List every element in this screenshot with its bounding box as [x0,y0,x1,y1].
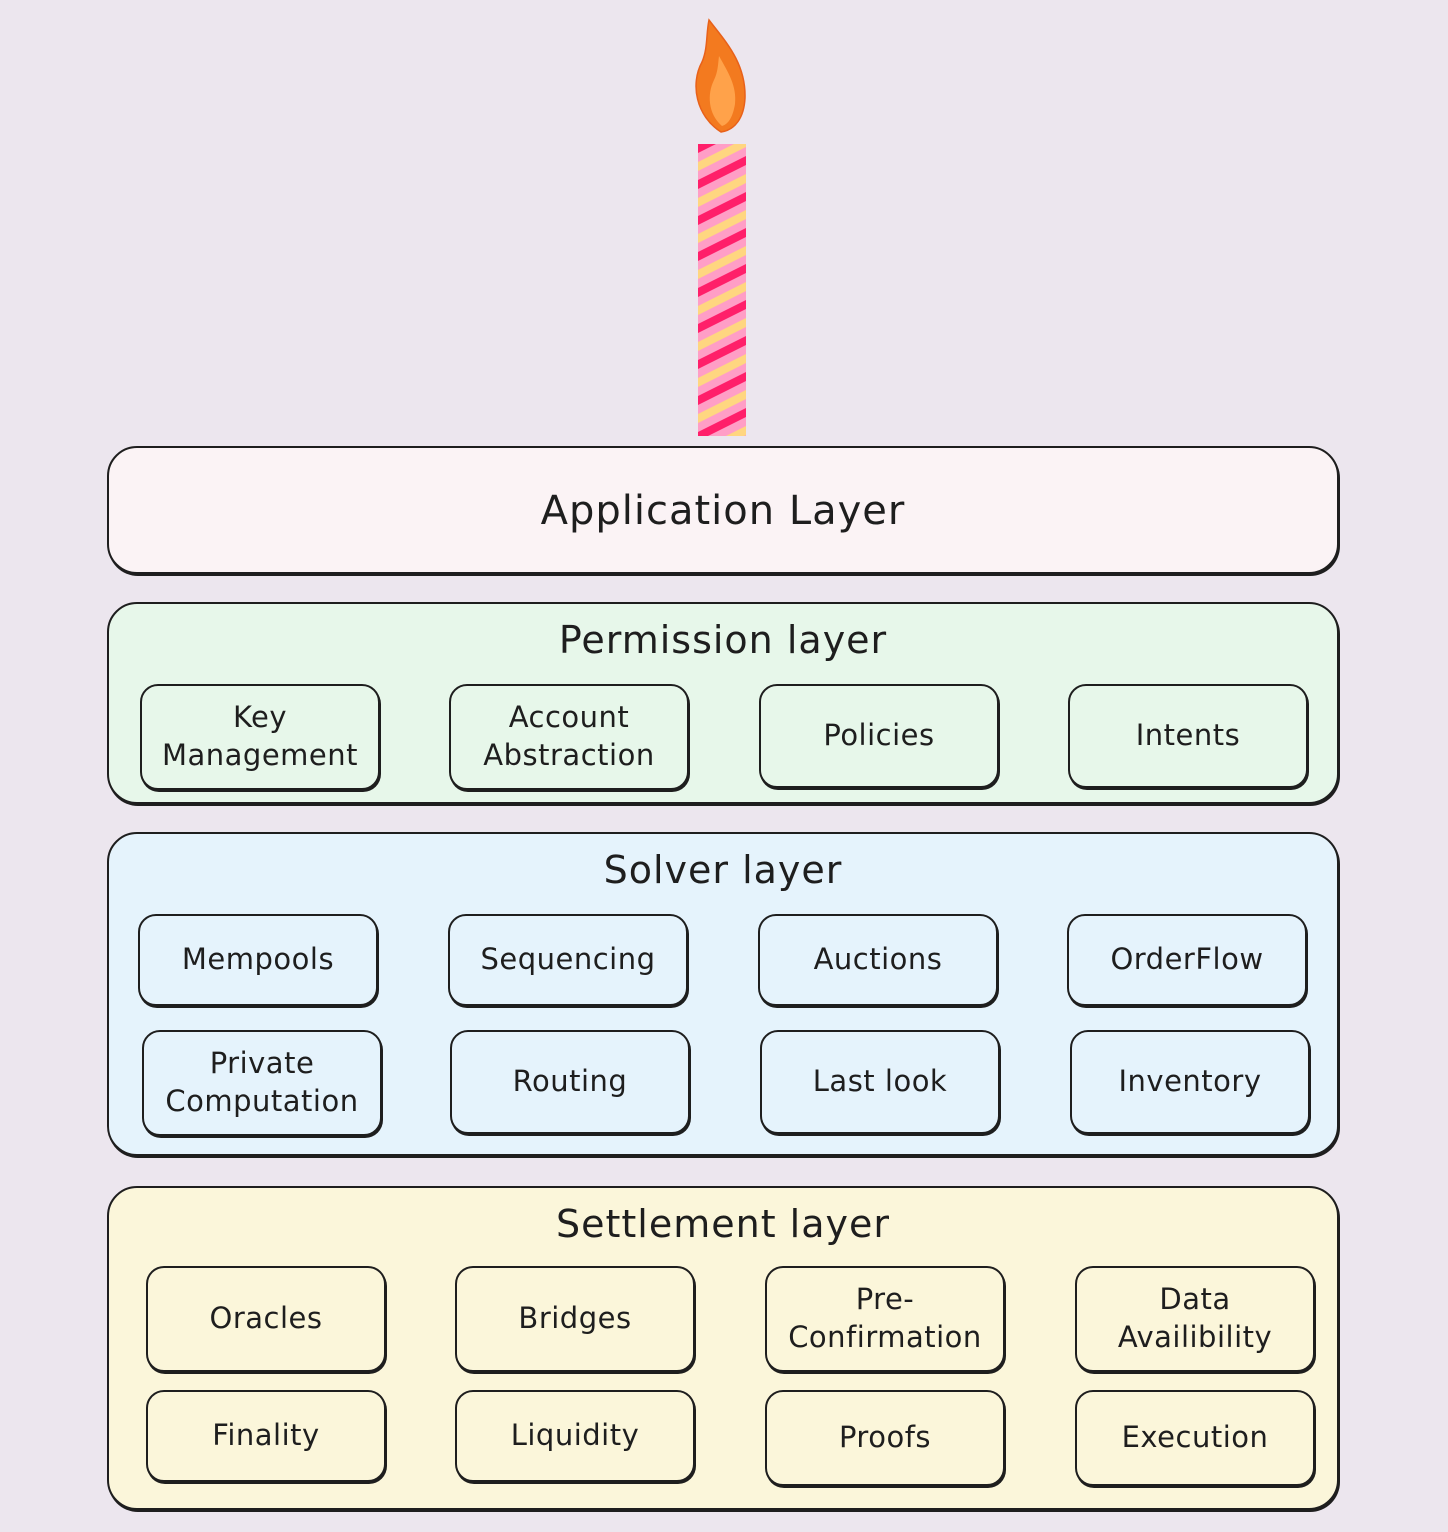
settlement-item: Data Availibility [1075,1266,1315,1372]
candle-stripe [698,246,746,279]
candle-stripe [698,156,746,189]
settlement-item: Finality [146,1390,386,1482]
settlement-layer: Settlement layer Oracles Bridges Pre- Co… [107,1186,1339,1510]
solver-item: Mempools [138,914,378,1006]
candle-stripe [698,390,746,423]
solver-item: Sequencing [448,914,688,1006]
application-layer: Application Layer [107,446,1339,574]
candle-stripe [698,336,746,369]
settlement-item: Proofs [765,1390,1005,1486]
solver-item: OrderFlow [1067,914,1307,1006]
permission-layer: Permission layer Key Management Account … [107,602,1339,804]
candle-stripe [698,282,746,315]
candle-stripe [698,228,746,261]
permission-item: Account Abstraction [449,684,689,790]
candle-stripe [698,300,746,333]
solver-layer-title: Solver layer [603,848,843,892]
candle-icon [0,0,1448,440]
candle-stripe [698,408,746,436]
candle-stripe [698,192,746,225]
candle-stripe [698,372,746,405]
solver-item: Routing [450,1030,690,1134]
solver-item: Auctions [758,914,998,1006]
settlement-layer-title: Settlement layer [555,1202,891,1246]
candle-stick [698,144,746,436]
candle-stripe [726,426,746,436]
candle-stripe [698,210,746,243]
permission-item: Intents [1068,684,1308,788]
settlement-item: Bridges [455,1266,695,1372]
candle-stripe [698,144,746,171]
candle-stripe [698,174,746,207]
solver-layer: Solver layer Mempools Sequencing Auction… [107,832,1339,1156]
settlement-item: Pre- Confirmation [765,1266,1005,1372]
candle-stripe [698,354,746,387]
candle-stripe [698,264,746,297]
permission-layer-title: Permission layer [558,618,888,662]
settlement-item: Oracles [146,1266,386,1372]
permission-item: Policies [759,684,999,788]
solver-item: Private Computation [142,1030,382,1136]
flame-icon [695,18,746,133]
solver-item: Last look [760,1030,1000,1134]
settlement-item: Liquidity [455,1390,695,1482]
application-layer-title: Application Layer [540,488,906,534]
solver-item: Inventory [1070,1030,1310,1134]
permission-item: Key Management [140,684,380,790]
candle-stripe [698,144,716,153]
settlement-item: Execution [1075,1390,1315,1486]
candle-stripe [698,318,746,351]
